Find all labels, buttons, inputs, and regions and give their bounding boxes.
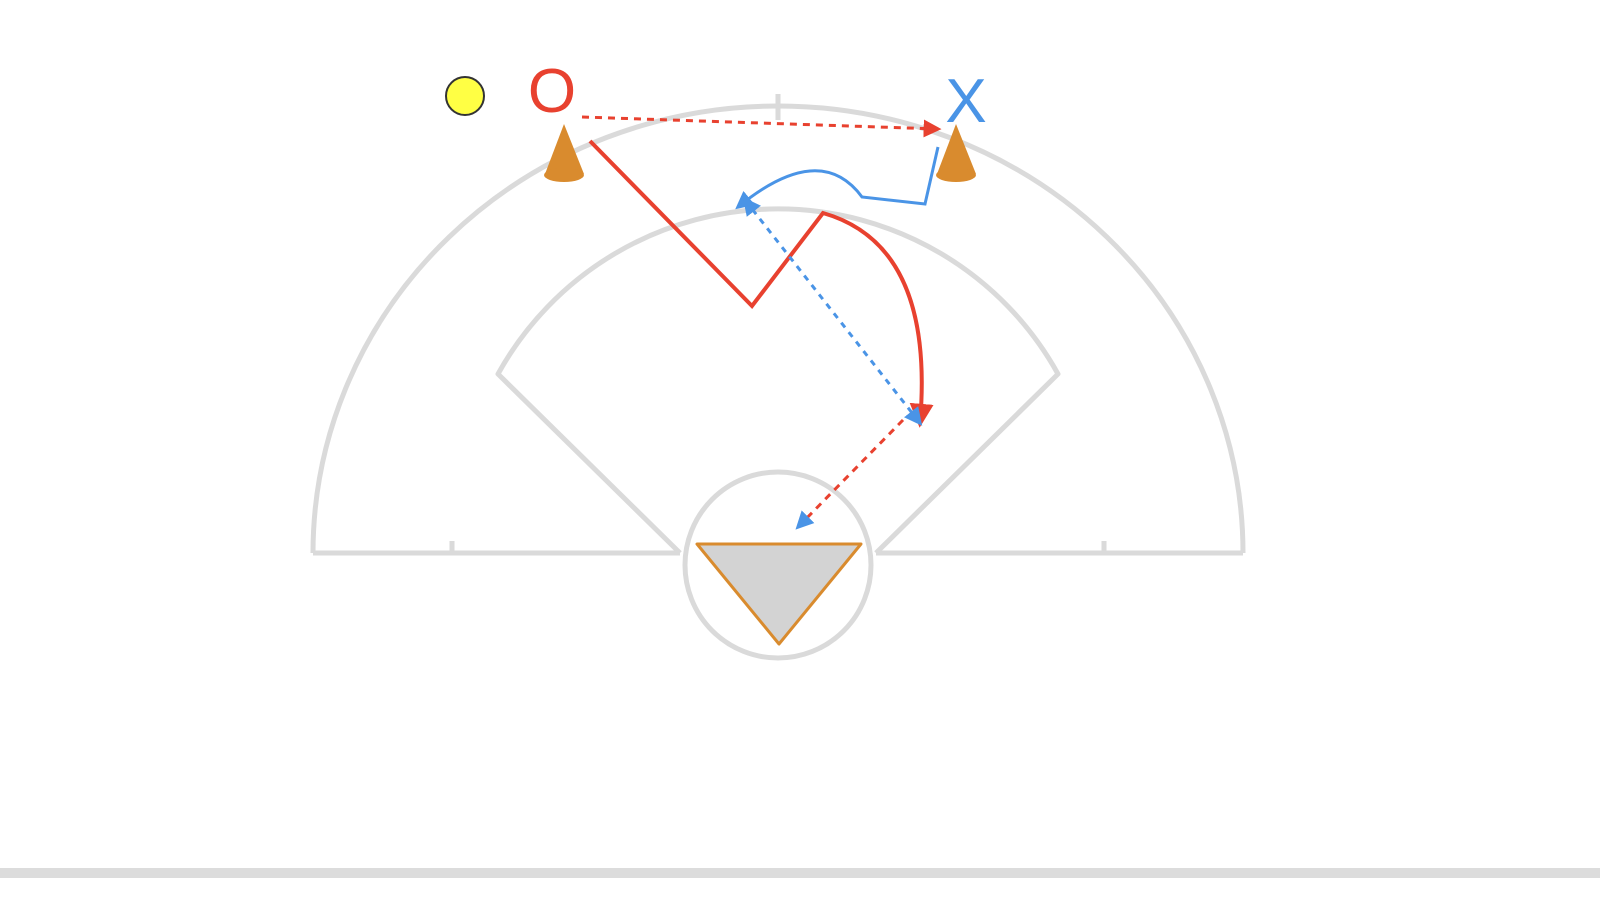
cone-icon	[936, 124, 976, 182]
offense-shot-arrow	[795, 418, 905, 530]
outer-arc	[310, 103, 1246, 554]
inner-fan	[495, 206, 1061, 555]
ball-icon	[445, 76, 485, 116]
defense-slide-arrow	[742, 197, 923, 426]
defense-player-label: X	[945, 67, 986, 136]
defense-run-path	[735, 146, 940, 210]
offense-player-label: O	[528, 57, 576, 126]
bottom-divider	[0, 868, 1600, 878]
goal-icon	[695, 542, 863, 646]
offense-run-path	[588, 139, 934, 428]
cone-icon	[544, 124, 584, 182]
goal-crease	[682, 469, 874, 661]
field-markings	[310, 94, 1246, 661]
